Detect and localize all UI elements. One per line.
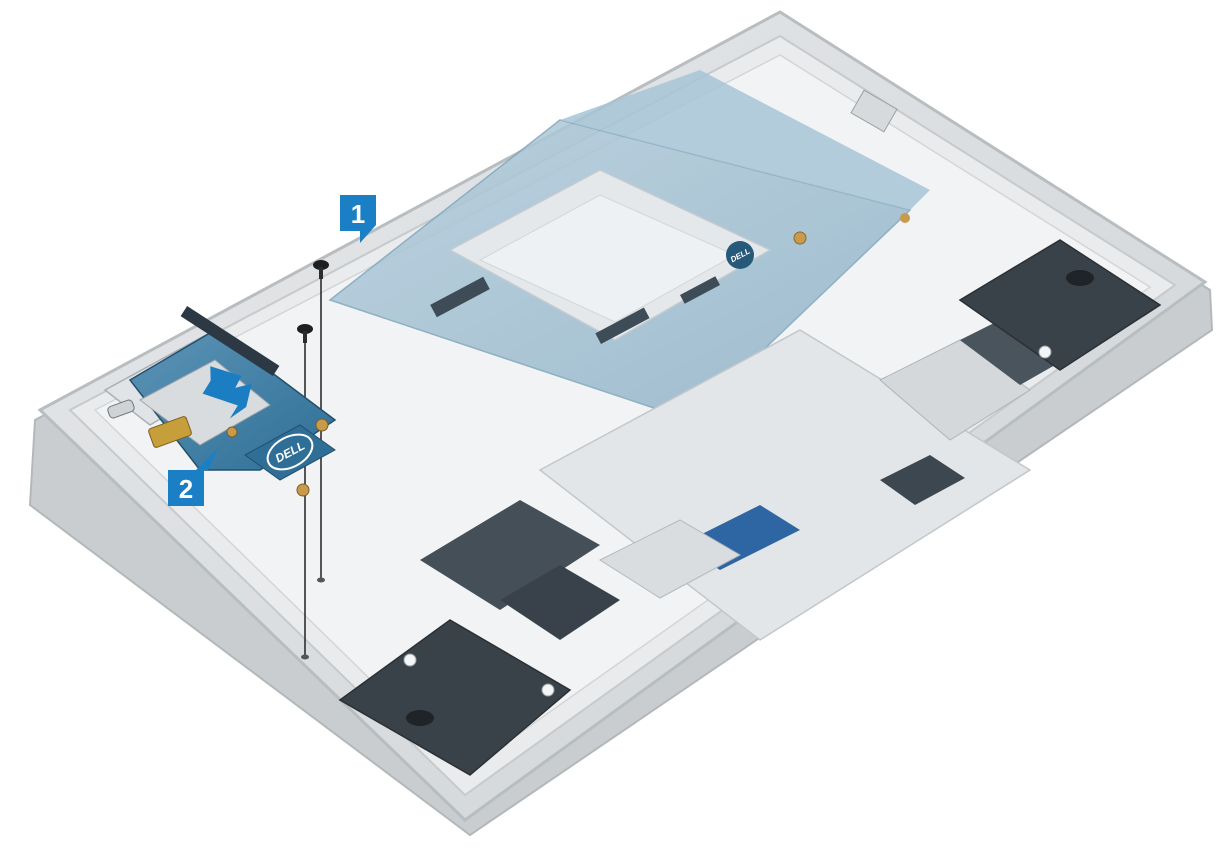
connector <box>430 276 490 318</box>
speaker-port <box>1066 270 1094 286</box>
dark-module <box>500 565 620 640</box>
dark-module <box>420 500 600 610</box>
standoff <box>226 426 238 438</box>
standoff <box>296 483 310 497</box>
screw-hole <box>317 577 325 583</box>
standoff <box>403 653 417 667</box>
audio-jack <box>148 416 192 448</box>
standoff <box>1038 345 1052 359</box>
standoff <box>315 418 329 432</box>
callout-badge-icon: 2 <box>168 448 218 506</box>
connector <box>595 307 650 344</box>
speaker-left <box>338 619 572 776</box>
motherboard-logo <box>726 241 754 269</box>
lift-arrow-icon <box>202 366 252 419</box>
usb-port <box>850 89 898 133</box>
metal-bracket <box>598 519 742 599</box>
screw-hole <box>301 654 309 660</box>
callout-number: 2 <box>179 474 193 504</box>
connector <box>679 276 721 304</box>
callout-badge-icon: 1 <box>340 195 376 243</box>
standoff <box>900 213 910 223</box>
motherboard-upper-pcb <box>560 70 930 210</box>
speaker-right <box>958 239 1162 371</box>
standoff <box>793 231 807 245</box>
usb-c-port <box>107 399 135 419</box>
speaker-port <box>406 710 434 726</box>
screw-icon <box>297 324 313 343</box>
dark-module <box>880 455 965 505</box>
standoff <box>541 683 555 697</box>
motherboard <box>328 70 930 421</box>
io-board-logo-tab <box>244 424 336 481</box>
metal-bracket <box>879 339 1031 441</box>
callout-number: 1 <box>351 199 365 229</box>
lower-components <box>403 345 1052 697</box>
speakers <box>338 239 1162 776</box>
screw-icon <box>313 260 329 279</box>
io-board-connector <box>180 306 280 376</box>
